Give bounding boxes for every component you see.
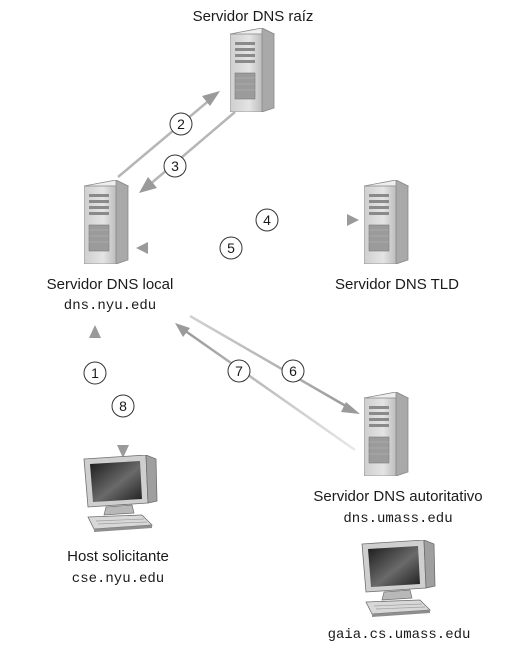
tld-dns-server-label: Servidor DNS TLD [335,276,459,293]
requesting-host-label: Host solicitante [67,548,169,565]
svg-text:4: 4 [263,212,271,228]
svg-text:8: 8 [119,398,127,414]
step-badge-7: 7 [227,359,251,383]
arrow-step-5 [136,242,357,254]
requesting-host-computer-icon [83,455,158,533]
arrow-step-6 [189,314,360,414]
local-dns-server-label: Servidor DNS local [46,276,174,293]
arrow-step-3 [139,111,236,193]
arrow-step-2 [117,91,220,178]
arrow-step-8 [117,338,129,458]
step-badge-4: 4 [255,208,279,232]
step-badge-8: 8 [111,394,135,418]
tld-dns-server-icon [364,180,409,264]
authoritative-dns-server-label: Servidor DNS autoritativo [313,488,483,505]
local-dns-server-icon [84,180,129,264]
arrow-step-7 [175,323,356,452]
requesting-host-address: cse.nyu.edu [71,571,165,587]
svg-text:3: 3 [171,158,179,174]
svg-text:7: 7 [235,363,243,379]
arrow-step-1 [89,325,101,460]
target-host-computer-icon [361,540,436,618]
step-badge-1: 1 [83,361,107,385]
step-badge-3: 3 [163,154,187,178]
authoritative-dns-server-icon [364,392,409,476]
root-dns-server-icon [230,28,275,112]
svg-text:2: 2 [177,116,185,132]
step-badge-6: 6 [281,359,305,383]
authoritative-dns-server-host: dns.umass.edu [343,511,453,527]
local-dns-server-host: dns.nyu.edu [63,298,157,314]
svg-text:6: 6 [289,363,297,379]
root-dns-server-label: Servidor DNS raíz [192,8,314,25]
step-badge-5: 5 [219,236,243,260]
svg-text:5: 5 [227,240,235,256]
arrow-step-4 [135,214,359,226]
step-badge-2: 2 [169,112,193,136]
target-host-address: gaia.cs.umass.edu [327,627,471,643]
svg-text:1: 1 [91,365,99,381]
